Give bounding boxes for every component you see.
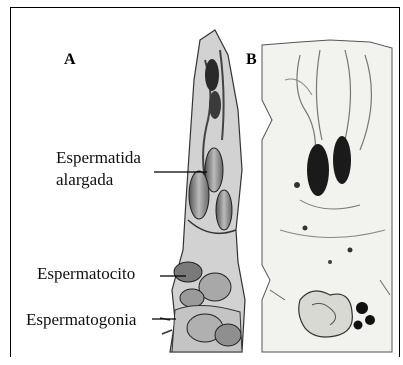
panel-label-a: A xyxy=(64,51,76,69)
label-elongated-spermatid-line2: alargada xyxy=(56,170,113,190)
panel-b-illustration xyxy=(262,40,392,352)
label-spermatogonium: Espermatogonia xyxy=(26,310,136,330)
panel-label-b: B xyxy=(246,51,257,69)
label-spermatocyte: Espermatocito xyxy=(37,264,135,284)
panel-a-illustration xyxy=(160,30,245,352)
label-elongated-spermatid-line1: Espermatida xyxy=(56,148,141,168)
